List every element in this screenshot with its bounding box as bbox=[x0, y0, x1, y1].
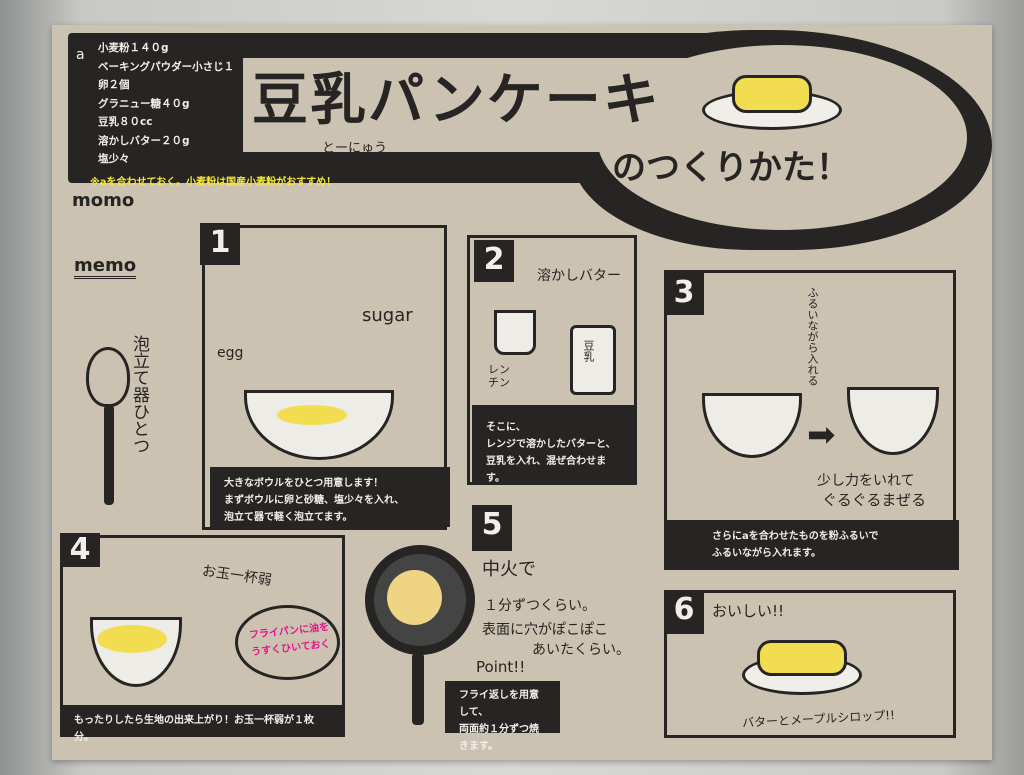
step-caption: フライ返しを用意して、 両面約１分ずつ焼きます。 bbox=[445, 681, 560, 752]
ingredient: ベーキングパウダー小さじ１ bbox=[98, 60, 235, 73]
step-caption: そこに、 レンジで溶かしたバターと、 豆乳を入れ、混ぜ合わせます。 bbox=[472, 405, 637, 485]
batter-illustration bbox=[97, 625, 167, 653]
step-note: 溶かしバター bbox=[537, 268, 621, 284]
step-note: 少し力をいれて bbox=[817, 473, 915, 489]
step-caption: もったりしたら生地の出来上がり！お玉一杯弱が１枚分。 bbox=[60, 705, 345, 743]
pancake-illustration bbox=[757, 640, 847, 676]
egg-illustration bbox=[277, 405, 347, 425]
caption-line: 大きなボウルをひとつ用意します！ bbox=[224, 478, 384, 489]
caption-line: まずボウルに卵と砂糖、塩少々を入れ、 bbox=[224, 495, 405, 506]
title-reading: とーにゅう bbox=[322, 141, 388, 156]
memo-label: memo bbox=[74, 255, 137, 279]
ingredient-group-label: a bbox=[76, 47, 85, 63]
page-title: 豆乳パンケーキ bbox=[252, 68, 661, 133]
step-1-panel bbox=[202, 225, 447, 530]
step-note: 豆乳 bbox=[582, 340, 595, 362]
credit-label: Reciped by bbox=[74, 89, 91, 167]
step-note: Point!! bbox=[476, 658, 526, 676]
ingredient: 小麦粉１４０g bbox=[98, 42, 169, 54]
page-subtitle: のつくりかた！ bbox=[612, 148, 850, 188]
ingredient: グラニュー糖４０g bbox=[98, 97, 190, 110]
caption-line: 豆乳を入れ、混ぜ合わせます。 bbox=[486, 456, 607, 484]
recipe-card: a 小麦粉１４０g ベーキングパウダー小さじ１ 卵２個 グラニュー糖４０g 豆乳… bbox=[52, 25, 992, 760]
step-caption: 大きなボウルをひとつ用意します！ まずボウルに卵と砂糖、塩少々を入れ、 泡立て器… bbox=[210, 467, 450, 527]
caption-line: そこに、 bbox=[486, 422, 526, 433]
step-number: 5 bbox=[472, 505, 512, 551]
step-6-panel bbox=[664, 590, 956, 738]
step-note: 表面に穴がぽこぽこ bbox=[482, 622, 608, 638]
step-note: １分ずつくらい。 bbox=[484, 598, 596, 614]
caption-line: もったりしたら生地の出来上がり！お玉一杯弱が１枚分。 bbox=[74, 715, 314, 743]
step-caption: さらにaを合わせたものを粉ふるいで ふるいながら入れます。 bbox=[664, 520, 959, 570]
step-note: ふるいながら入れる bbox=[806, 287, 819, 386]
memo-tool: 泡立て器ひとつ bbox=[129, 335, 149, 454]
pan-handle bbox=[412, 653, 424, 725]
whisk-handle bbox=[104, 405, 114, 505]
frying-pan-illustration bbox=[365, 545, 475, 655]
ingredient: 豆乳８０cc bbox=[98, 116, 153, 128]
step-note: レンチン bbox=[488, 363, 510, 389]
arrow-right-icon: ➡ bbox=[807, 415, 836, 455]
step-number: 4 bbox=[60, 533, 100, 567]
ingredient: 塩少々 bbox=[98, 153, 130, 165]
caption-line: 両面約１分ずつ焼きます。 bbox=[459, 724, 539, 752]
ingredient: 溶かしバター２０g bbox=[98, 134, 190, 147]
pitcher-illustration bbox=[570, 325, 616, 395]
ingredient: 卵２個 bbox=[98, 79, 130, 91]
caption-line: さらにaを合わせたものを粉ふるいで bbox=[712, 531, 879, 542]
caption-line: フライ返しを用意して、 bbox=[459, 690, 539, 718]
caption-line: 泡立て器で軽く泡立てます。 bbox=[224, 512, 353, 523]
ingredient-note: ※aを合わせておく。小麦粉は国産小麦粉がおすすめ！ bbox=[90, 177, 337, 188]
step-note: おいしい!! bbox=[712, 602, 785, 620]
caption-line: レンジで溶かしたバターと、 bbox=[486, 439, 616, 450]
pancake-illustration bbox=[387, 570, 442, 625]
pancake-illustration bbox=[732, 75, 812, 113]
step-note: あいたくらい。 bbox=[532, 642, 630, 658]
step-number: 1 bbox=[200, 223, 240, 265]
caption-line: ふるいながら入れます。 bbox=[712, 548, 821, 559]
step-number: 3 bbox=[664, 273, 704, 315]
step-note: ぐるぐるまぜる bbox=[822, 491, 926, 509]
ingredient-list: 小麦粉１４０g ベーキングパウダー小さじ１ 卵２個 グラニュー糖４０g 豆乳８０… bbox=[98, 39, 234, 169]
step-note: egg bbox=[217, 345, 244, 361]
whisk-icon bbox=[86, 347, 130, 407]
step-number: 2 bbox=[474, 240, 514, 282]
step-number: 6 bbox=[664, 590, 704, 634]
cup-illustration bbox=[494, 310, 536, 355]
speech-bubble bbox=[235, 605, 340, 680]
step-note: sugar bbox=[362, 305, 413, 326]
author-name: momo bbox=[72, 190, 135, 211]
step-note: 中火で bbox=[482, 559, 536, 580]
